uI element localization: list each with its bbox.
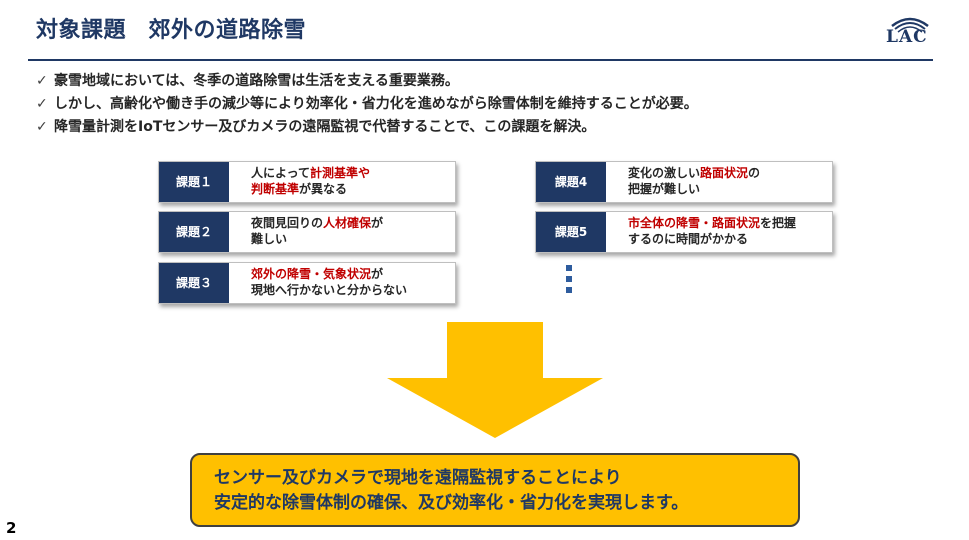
lac-logo bbox=[891, 17, 929, 33]
bullet-item: ✓ 降雪量計測をIoTセンサー及びカメラの遠隔監視で代替することで、この課題を解決… bbox=[36, 116, 698, 139]
dot bbox=[566, 276, 572, 282]
issue-tag: 課題３ bbox=[159, 263, 229, 303]
issue-text: 変化の激しい路面状況の 把握が難しい bbox=[628, 166, 761, 196]
dot bbox=[566, 287, 572, 293]
result-line-1: センサー及びカメラで現地を遠隔監視することにより bbox=[214, 468, 622, 488]
issue-tag: 課題5 bbox=[536, 212, 606, 252]
issue-card-5: 課題5 市全体の降雪・路面状況を把握 するのに時間がかかる bbox=[535, 211, 833, 253]
result-line-2: 安定的な除雪体制の確保、及び効率化・省力化を実現します。 bbox=[214, 493, 689, 513]
page-title: 対象課題 郊外の道路除雪 bbox=[36, 18, 307, 43]
issue-text: 人によって計測基準や 判断基準が異なる bbox=[251, 166, 371, 196]
result-box: センサー及びカメラで現地を遠隔監視することにより 安定的な除雪体制の確保、及び効… bbox=[190, 453, 800, 527]
bullet-item: ✓ 豪雪地域においては、冬季の道路除雪は生活を支える重要業務。 bbox=[36, 70, 698, 93]
logo-text: LAC bbox=[886, 27, 928, 47]
issue-text: 市全体の降雪・路面状況を把握 するのに時間がかかる bbox=[628, 216, 797, 246]
bullet-list: ✓ 豪雪地域においては、冬季の道路除雪は生活を支える重要業務。 ✓ しかし、高齢化や… bbox=[36, 70, 698, 139]
issue-card-3: 課題３ 郊外の降雪・気象状況が 現地へ行かないと分からない bbox=[158, 262, 456, 304]
issue-text: 夜間見回りの人材確保が 難しい bbox=[251, 216, 384, 246]
down-arrow-icon bbox=[387, 322, 603, 438]
issue-card-4: 課題4 変化の激しい路面状況の 把握が難しい bbox=[535, 161, 833, 203]
header-divider bbox=[28, 59, 933, 61]
issue-card-2: 課題２ 夜間見回りの人材確保が 難しい bbox=[158, 211, 456, 253]
dot bbox=[566, 265, 572, 271]
issue-card-1: 課題１ 人によって計測基準や 判断基準が異なる bbox=[158, 161, 456, 203]
bullet-text: しかし、高齢化や働き手の減少等により効率化・省力化を進めながら除雪体制を維持する… bbox=[54, 96, 698, 112]
issue-tag: 課題１ bbox=[159, 162, 229, 202]
check-icon: ✓ bbox=[36, 119, 48, 135]
bullet-text: 豪雪地域においては、冬季の道路除雪は生活を支える重要業務。 bbox=[54, 73, 459, 89]
check-icon: ✓ bbox=[36, 96, 48, 112]
issue-tag: 課題２ bbox=[159, 212, 229, 252]
page-number: 2 bbox=[6, 519, 17, 537]
bullet-item: ✓ しかし、高齢化や働き手の減少等により効率化・省力化を進めながら除雪体制を維持す… bbox=[36, 93, 698, 116]
issue-text: 郊外の降雪・気象状況が 現地へ行かないと分からない bbox=[251, 267, 408, 297]
bullet-text: 降雪量計測をIoTセンサー及びカメラの遠隔監視で代替することで、この課題を解決。 bbox=[54, 119, 596, 135]
check-icon: ✓ bbox=[36, 73, 48, 89]
ellipsis-dots bbox=[566, 265, 572, 298]
issue-tag: 課題4 bbox=[536, 162, 606, 202]
